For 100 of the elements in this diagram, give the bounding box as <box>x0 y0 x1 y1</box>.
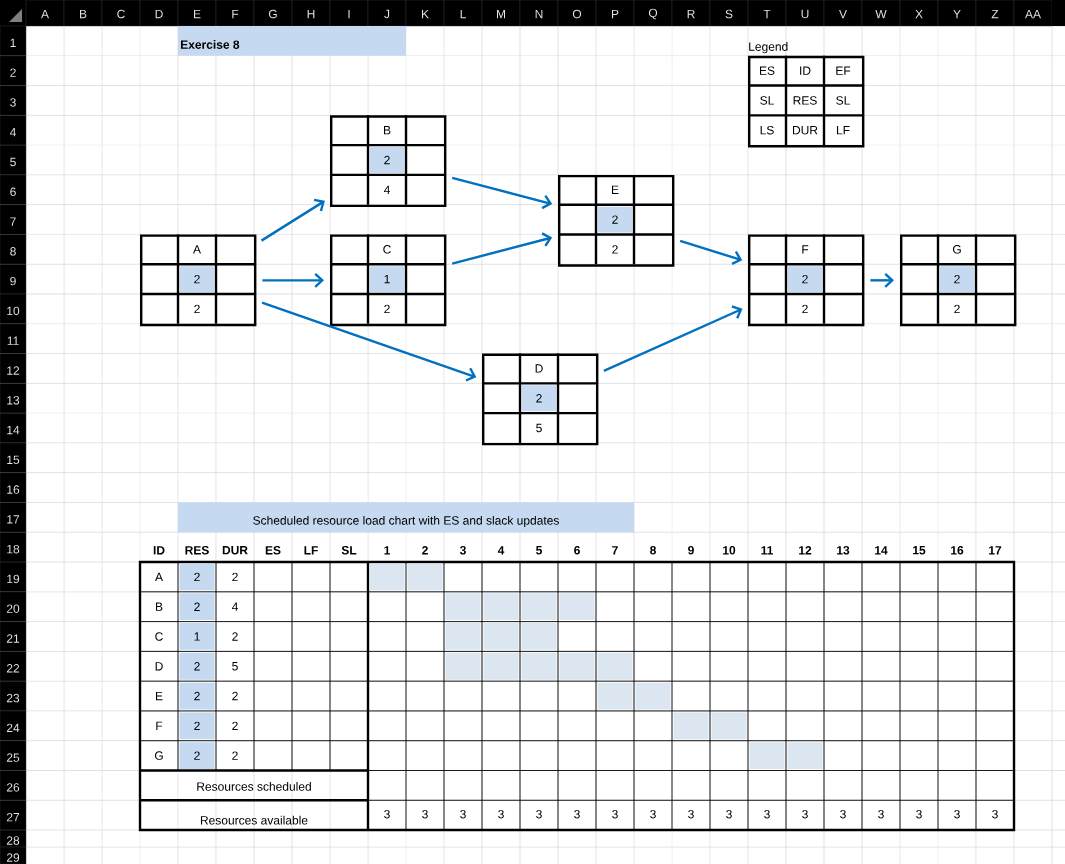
table-cell: 3 <box>574 809 580 819</box>
column-header: Y <box>937 0 977 27</box>
row-header: 15 <box>0 442 27 473</box>
table-cell: 3 <box>650 809 656 819</box>
arrow <box>870 272 894 288</box>
column-header: Z <box>975 0 1015 27</box>
column-heading: DUR <box>222 546 248 555</box>
column-heading: 16 <box>951 546 964 555</box>
title-banner: Exercise 8 <box>178 26 406 56</box>
row-header: 26 <box>0 770 27 801</box>
legend-box: Legend ES ID EF SL RES SL LS DUR LF <box>746 42 865 148</box>
table-cell: C <box>155 632 163 641</box>
table-cell: 3 <box>992 809 998 819</box>
column-header: Q <box>633 0 673 27</box>
row-header: 5 <box>0 144 27 176</box>
column-header: A <box>25 0 65 27</box>
column-heading: 5 <box>536 546 542 555</box>
activity-box: F 2 2 <box>746 233 865 327</box>
row-header: 13 <box>0 383 27 414</box>
row-header: 29 <box>0 846 27 864</box>
activity-box: B 2 4 <box>328 114 447 208</box>
arrow <box>261 301 477 382</box>
row-header: 27 <box>0 800 27 831</box>
table-cell: 3 <box>764 809 770 819</box>
column-heading: 1 <box>384 546 390 555</box>
table-cell: D <box>155 662 163 671</box>
table-cell: Resources scheduled <box>197 782 311 791</box>
activity-box: C 1 2 <box>328 233 447 327</box>
column-header: D <box>139 0 179 27</box>
row-header: 28 <box>0 829 27 848</box>
table-cell: 3 <box>802 809 808 819</box>
column-heading: 15 <box>913 546 926 555</box>
row-header: 14 <box>0 412 27 444</box>
column-header: J <box>367 0 407 27</box>
column-heading: SL <box>341 546 357 555</box>
row-header: 21 <box>0 621 27 652</box>
table-cell: 3 <box>422 809 428 819</box>
table-cell: 2 <box>179 712 215 740</box>
table-cell: 2 <box>232 691 238 701</box>
activity-box: D 2 5 <box>480 352 599 446</box>
row-header: 1 <box>0 25 27 56</box>
table-cell: G <box>154 751 163 760</box>
column-heading: 13 <box>837 546 850 555</box>
table-cell: 2 <box>232 632 238 641</box>
column-header: V <box>823 0 863 27</box>
column-header: W <box>861 0 901 27</box>
column-header: P <box>595 0 635 27</box>
node-label: Legend <box>749 42 788 54</box>
row-header: 12 <box>0 353 27 384</box>
table-cell: 2 <box>179 682 215 710</box>
column-header: T <box>747 0 787 27</box>
table-cell: 1 <box>179 623 215 650</box>
column-header: B <box>63 0 103 27</box>
column-header: F <box>215 0 255 27</box>
row-header: 2 <box>0 55 27 86</box>
arrow <box>451 232 553 265</box>
table-cell: 2 <box>179 563 215 591</box>
column-header: H <box>291 0 331 27</box>
column-heading: 2 <box>422 546 428 555</box>
table-title-banner: Scheduled resource load chart with ES and slack updates <box>178 502 634 533</box>
arrow <box>262 272 324 288</box>
column-heading: 8 <box>650 546 656 555</box>
column-heading: RES <box>185 546 209 555</box>
table-cell: 3 <box>878 809 884 819</box>
activity-box: E 2 2 <box>556 173 675 267</box>
row-header: 3 <box>0 85 27 116</box>
table-cell: 2 <box>179 652 215 680</box>
column-heading: 3 <box>459 546 466 555</box>
arrow <box>451 176 553 210</box>
column-header: L <box>443 0 483 27</box>
column-heading: 10 <box>723 546 736 555</box>
column-heading: ID <box>153 546 165 555</box>
table-cell: Resources available <box>200 815 308 825</box>
row-header: 19 <box>0 561 27 593</box>
column-heading: 11 <box>761 546 773 555</box>
column-header: I <box>329 0 369 27</box>
table-cell: 2 <box>232 721 238 730</box>
table-cell: 2 <box>232 751 238 760</box>
column-heading: 17 <box>989 546 1002 555</box>
column-header: N <box>519 0 559 27</box>
row-header: 7 <box>0 204 27 235</box>
table-cell: 3 <box>688 809 694 819</box>
row-header: 16 <box>0 472 27 503</box>
column-header: R <box>671 0 711 27</box>
row-header: 6 <box>0 174 27 205</box>
row-header: 18 <box>0 532 27 563</box>
column-header: U <box>785 0 825 27</box>
column-heading: 12 <box>799 546 812 555</box>
row-header: 23 <box>0 680 27 712</box>
arrow <box>603 305 743 373</box>
activity-box: G 2 2 <box>898 233 1017 327</box>
column-heading: 9 <box>688 546 694 555</box>
arrow <box>260 198 325 242</box>
column-heading: 7 <box>612 546 618 555</box>
column-heading: 14 <box>875 546 888 555</box>
column-header: X <box>899 0 939 27</box>
table-cell: 3 <box>840 809 846 819</box>
table-cell: 3 <box>536 809 542 819</box>
row-header: 9 <box>0 264 27 295</box>
column-heading: 6 <box>574 546 580 555</box>
